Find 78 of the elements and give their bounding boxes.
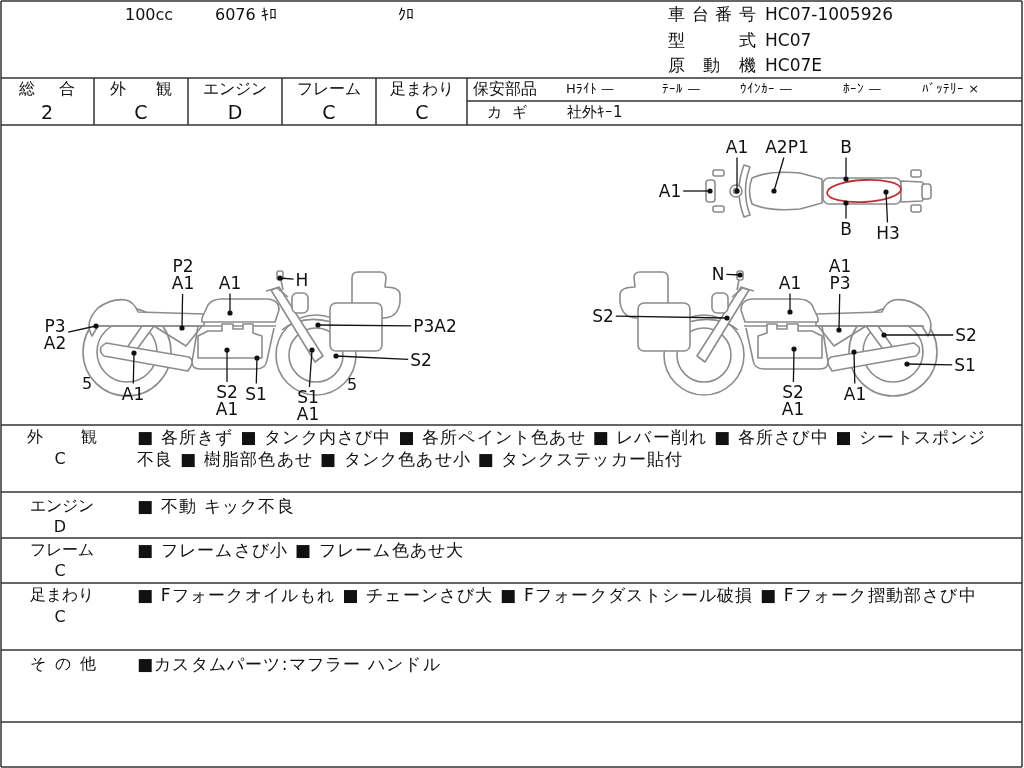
damage-code: A1 [215, 401, 239, 418]
header-text: ｸﾛ [398, 5, 414, 25]
damage-code: P3 [829, 275, 851, 292]
grade-value: C [415, 100, 429, 124]
grade-value: C [54, 449, 66, 469]
damage-code: N [711, 265, 725, 283]
grade-heading: フレーム [297, 79, 361, 99]
grade-value: C [54, 561, 66, 581]
damage-code: S2 [782, 384, 804, 401]
field-label: 原 動 機 [668, 54, 756, 76]
equipment-status: ｳｲﾝｶｰ — [740, 81, 793, 97]
header-text: 100cc [125, 5, 174, 25]
equipment-status: ﾃｰﾙ — [662, 81, 701, 97]
field-label: 車台番号 [668, 3, 756, 25]
damage-code: S2 [955, 326, 977, 344]
leader-line [734, 156, 740, 194]
field-value: 社外ｷｰ1 [567, 103, 623, 121]
remark-text: ■ フレームさび小 ■ フレーム色あせ大 [137, 539, 466, 561]
leader-line [843, 200, 849, 220]
remark-text: ■ 各所きず ■ タンク内さび中 ■ 各所ペイント色あせ ■ レバー削れ ■ 各所さび中 ■ シートスポンジ不良 ■ 樹脂部色あせ ■ タンク色あせ小 ■ タンクステッカー貼付 [137, 426, 988, 470]
damage-code: A1 [843, 385, 867, 403]
remark-text: ■ 不動 キック不良 [137, 495, 296, 517]
section-heading: フレーム [30, 540, 94, 560]
grade-value: 2 [40, 100, 54, 124]
section-heading: 外 観 [27, 427, 97, 447]
field-label: 保安部品 [473, 79, 537, 99]
damage-code: A1 [725, 138, 749, 156]
damage-code: A2P1 [765, 138, 809, 156]
grade-heading: 足まわり [390, 79, 454, 99]
remark-text: ■ Fフォークオイルもれ ■ チェーンさび大 ■ Fフォークダストシール破損 ■ Fフォーク摺動部さび中 [137, 584, 978, 606]
equipment-status: Hﾗｲﾄ — [566, 81, 614, 97]
header-text: 6076 ｷﾛ [215, 5, 277, 25]
damage-code: S1 [954, 356, 976, 374]
grade-value: C [322, 100, 336, 124]
grade-value: C [134, 100, 148, 124]
grade-value: C [54, 607, 66, 627]
grade-heading: エンジン [203, 79, 267, 99]
damage-code: A1 [296, 406, 320, 423]
field-value: HC07-1005926 [765, 3, 894, 25]
leader-line [791, 346, 797, 383]
field-value: HC07 [765, 29, 812, 51]
field-label: 型 式 [668, 29, 756, 51]
damage-code: P2 [172, 258, 194, 275]
leader-line [881, 332, 954, 338]
damage-code: H3 [876, 224, 900, 242]
leader-line [883, 189, 889, 224]
leader-line [771, 156, 785, 194]
damage-code: P3 [44, 318, 66, 335]
leader-line [843, 156, 849, 182]
grade-value: D [53, 517, 67, 537]
damage-code: S2 [410, 351, 432, 369]
equipment-status: ﾎｰﾝ — [843, 81, 882, 97]
damage-code: B [840, 138, 852, 156]
damage-code: A1 [828, 258, 852, 275]
damage-code: A1 [778, 274, 802, 292]
section-heading: そ の 他 [30, 654, 96, 674]
leader-line [787, 292, 793, 315]
equipment-status: ﾊﾞｯﾃﾘｰ × [922, 81, 980, 97]
leader-line [904, 361, 953, 367]
damage-code: P3A2 [413, 317, 457, 335]
section-heading: エンジン [30, 496, 94, 516]
grade-heading: 外 観 [110, 79, 172, 99]
remark-text: ■カスタムパーツ:マフラー ハンドル [137, 653, 442, 675]
leader-line [851, 349, 857, 385]
damage-code: A1 [658, 182, 682, 200]
field-label: カ ギ [487, 103, 527, 121]
leader-line [615, 315, 730, 321]
leader-line [725, 272, 743, 278]
field-value: HC07E [765, 54, 823, 76]
grade-heading: 総 合 [19, 79, 75, 99]
leader-line [836, 293, 842, 333]
damage-code: A2 [43, 335, 67, 352]
leader-line [682, 188, 713, 194]
grade-value: D [227, 100, 243, 124]
damage-code: S2 [592, 307, 614, 325]
damage-code: A1 [781, 401, 805, 418]
section-heading: 足まわり [30, 585, 94, 605]
damage-code: B [840, 220, 852, 238]
